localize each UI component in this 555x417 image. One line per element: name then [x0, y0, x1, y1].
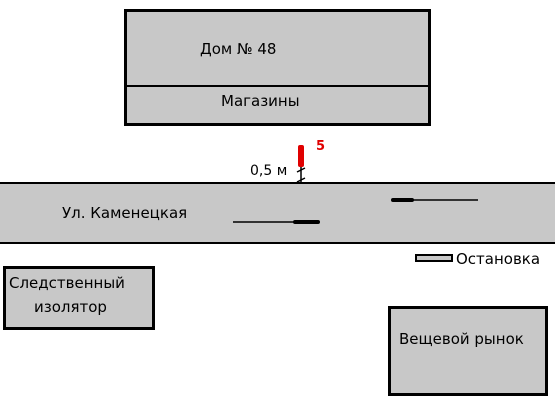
bus-stop-legend-icon [415, 254, 453, 262]
distance-label: 0,5 м [250, 163, 288, 179]
detention-center-label-line1: Следственный [9, 274, 125, 292]
house-48-building [124, 9, 431, 126]
bus-stop-label: Остановка [456, 250, 541, 268]
red-marker-post [298, 145, 304, 167]
street-kamenetskaya [0, 182, 555, 244]
clothing-market-building [388, 306, 548, 396]
marker-number-label: 5 [316, 139, 326, 154]
detention-center-building [3, 266, 155, 330]
house-shops-divider [127, 85, 428, 87]
street-name-label: Ул. Каменецкая [62, 204, 188, 222]
house-number-label: Дом № 48 [200, 40, 277, 58]
detention-center-label-line2: изолятор [34, 298, 107, 316]
shops-label: Магазины [221, 92, 300, 110]
clothing-market-label: Вещевой рынок [399, 330, 524, 348]
distance-tick-icon [296, 167, 306, 184]
